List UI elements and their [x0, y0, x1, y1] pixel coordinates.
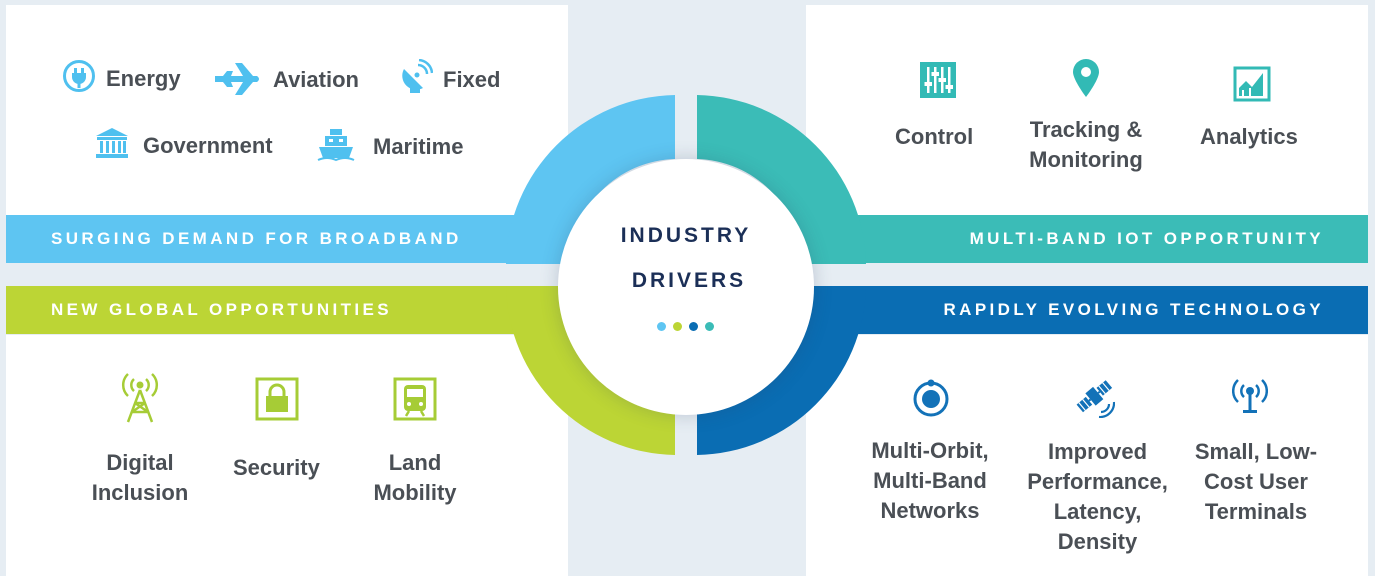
top-right-panel: [806, 5, 1368, 215]
label-small-low-cost: Small, Low- Cost User Terminals: [1176, 437, 1336, 527]
label-small-line2: Cost User: [1204, 469, 1308, 494]
center-dot-1: [657, 322, 666, 331]
label-tracking-line2: Monitoring: [1029, 147, 1143, 172]
center-circle: [558, 159, 814, 415]
label-maritime: Maritime: [373, 134, 464, 159]
center-dot-2: [673, 322, 682, 331]
label-tracking-monitoring: Tracking & Monitoring: [1006, 115, 1166, 175]
label-land-line2: Mobility: [373, 480, 457, 505]
band-multi-band-iot: MULTI-BAND IOT OPPORTUNITY: [806, 215, 1368, 263]
radio-tower-icon: [121, 373, 159, 423]
label-security: Security: [233, 455, 320, 480]
label-improved-line3: Latency,: [1053, 499, 1142, 524]
center-title-line2: DRIVERS: [631, 269, 747, 292]
band-rapidly-evolving-label: RAPIDLY EVOLVING TECHNOLOGY: [943, 300, 1324, 319]
ring-segment-top-left: [506, 95, 675, 264]
satellite-icon: [1076, 380, 1115, 418]
power-plug-icon: [63, 60, 95, 92]
band-new-global: NEW GLOBAL OPPORTUNITIES: [6, 286, 568, 334]
orbit-icon: [913, 379, 949, 417]
label-fixed: Fixed: [443, 67, 501, 92]
label-small-line3: Terminals: [1204, 499, 1308, 524]
band-surging-demand-label: SURGING DEMAND FOR BROADBAND: [51, 229, 462, 248]
label-multi-orbit-line3: Networks: [880, 498, 980, 523]
antenna-broadcast-icon: [1232, 379, 1268, 413]
band-new-global-label: NEW GLOBAL OPPORTUNITIES: [51, 300, 393, 319]
ship-icon: [317, 129, 355, 162]
label-improved-performance: Improved Performance, Latency, Density: [1015, 437, 1180, 557]
control-sliders-icon: [920, 62, 956, 98]
label-improved-line2: Performance,: [1027, 469, 1168, 494]
satellite-dish-icon: [402, 59, 433, 93]
top-left-panel: [6, 5, 568, 215]
train-icon: [393, 377, 437, 421]
label-land-mobility: Land Mobility: [345, 448, 485, 508]
padlock-icon: [255, 377, 299, 421]
label-improved-line1: Improved: [1047, 439, 1148, 464]
label-multi-orbit: Multi-Orbit, Multi-Band Networks: [850, 436, 1010, 526]
label-control: Control: [895, 124, 974, 149]
band-rapidly-evolving: RAPIDLY EVOLVING TECHNOLOGY: [806, 286, 1368, 334]
government-building-icon: [96, 128, 128, 158]
label-improved-line4: Density: [1057, 529, 1138, 554]
label-analytics: Analytics: [1200, 124, 1298, 149]
label-multi-orbit-line2: Multi-Band: [873, 468, 987, 493]
label-land-line1: Land: [388, 450, 442, 475]
label-small-line1: Small, Low-: [1194, 439, 1318, 464]
center-dot-4: [705, 322, 714, 331]
ring-segment-top-right: [697, 95, 866, 264]
label-government: Government: [143, 133, 273, 158]
bottom-right-panel: [806, 335, 1368, 576]
label-tracking-line1: Tracking &: [1029, 117, 1143, 142]
band-surging-demand: SURGING DEMAND FOR BROADBAND: [6, 215, 568, 263]
band-multi-band-iot-label: MULTI-BAND IOT OPPORTUNITY: [969, 229, 1324, 248]
airplane-icon: [215, 63, 259, 95]
center-dot-3: [689, 322, 698, 331]
label-digital-line1: Digital: [106, 450, 174, 475]
label-digital-line2: Inclusion: [91, 480, 189, 505]
label-digital-inclusion: Digital Inclusion: [70, 448, 210, 508]
center-title-line1: INDUSTRY: [620, 224, 752, 247]
analytics-chart-icon: [1233, 66, 1271, 102]
label-aviation: Aviation: [273, 67, 359, 92]
location-pin-icon: [1073, 59, 1099, 97]
label-multi-orbit-line1: Multi-Orbit,: [871, 438, 989, 463]
label-energy: Energy: [106, 66, 181, 91]
bottom-left-panel: [6, 335, 568, 576]
